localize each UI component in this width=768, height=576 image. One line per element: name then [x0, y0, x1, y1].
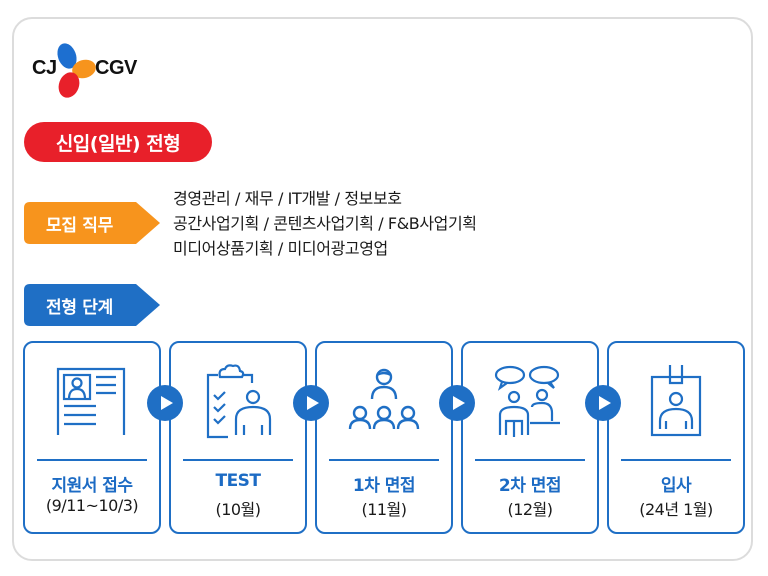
step-join: 입사 (24년 1월): [607, 341, 745, 534]
cj-cgv-logo: CJ CGV: [32, 40, 157, 98]
step-title: 입사: [660, 476, 692, 496]
step-divider: [329, 459, 439, 461]
job-line: 경영관리 / 재무 / IT개발 / 정보보호: [173, 189, 402, 208]
step-title: 1차 면접: [352, 476, 416, 496]
next-arrow-icon: [147, 385, 183, 421]
process-steps-label: 전형 단계: [46, 297, 113, 318]
step-divider: [183, 459, 293, 461]
step-divider: [475, 459, 585, 461]
step-date: (12월): [507, 500, 553, 519]
step-title: 지원서 접수: [51, 476, 133, 496]
step-date: (10월): [215, 500, 261, 519]
section-title-pill: 신입(일반) 전형: [24, 122, 212, 162]
step-date: (24년 1월): [639, 500, 713, 519]
step-divider: [37, 459, 147, 461]
group-interview-icon: [348, 368, 420, 430]
tag-arrow-shape: [24, 202, 160, 244]
test-checklist-icon: [206, 364, 272, 439]
step-date: (11월): [361, 500, 407, 519]
process-steps-tag: 전형 단계: [24, 284, 160, 326]
logo-cgv-text: CGV: [95, 57, 137, 79]
job-line: 미디어상품기획 / 미디어광고영업: [173, 239, 388, 258]
step-first-interview: 1차 면접 (11월): [315, 341, 453, 534]
job-line: 공간사업기획 / 콘텐츠사업기획 / F&B사업기획: [173, 214, 477, 233]
recruit-positions-tag: 모집 직무: [24, 202, 160, 244]
resume-icon: [56, 367, 126, 435]
recruit-positions-label: 모집 직무: [46, 215, 113, 236]
step-divider: [621, 459, 731, 461]
next-arrow-icon: [293, 385, 329, 421]
step-second-interview: 2차 면접 (12월): [461, 341, 599, 534]
logo-cj-text: CJ: [32, 57, 57, 79]
next-arrow-icon: [439, 385, 475, 421]
step-title: TEST: [215, 471, 261, 491]
section-title: 신입(일반) 전형: [55, 132, 181, 155]
next-arrow-icon: [585, 385, 621, 421]
tag-arrow-shape: [24, 284, 160, 326]
discussion-interview-icon: [494, 365, 560, 437]
id-badge-icon: [650, 365, 702, 437]
job-list: 경영관리 / 재무 / IT개발 / 정보보호 공간사업기획 / 콘텐츠사업기획…: [173, 186, 477, 261]
cj-petal-icon: [57, 43, 96, 98]
step-title: 2차 면접: [498, 476, 562, 496]
step-application: 지원서 접수 (9/11~10/3): [23, 341, 161, 534]
step-test: TEST (10월): [169, 341, 307, 534]
step-date: (9/11~10/3): [45, 496, 139, 515]
